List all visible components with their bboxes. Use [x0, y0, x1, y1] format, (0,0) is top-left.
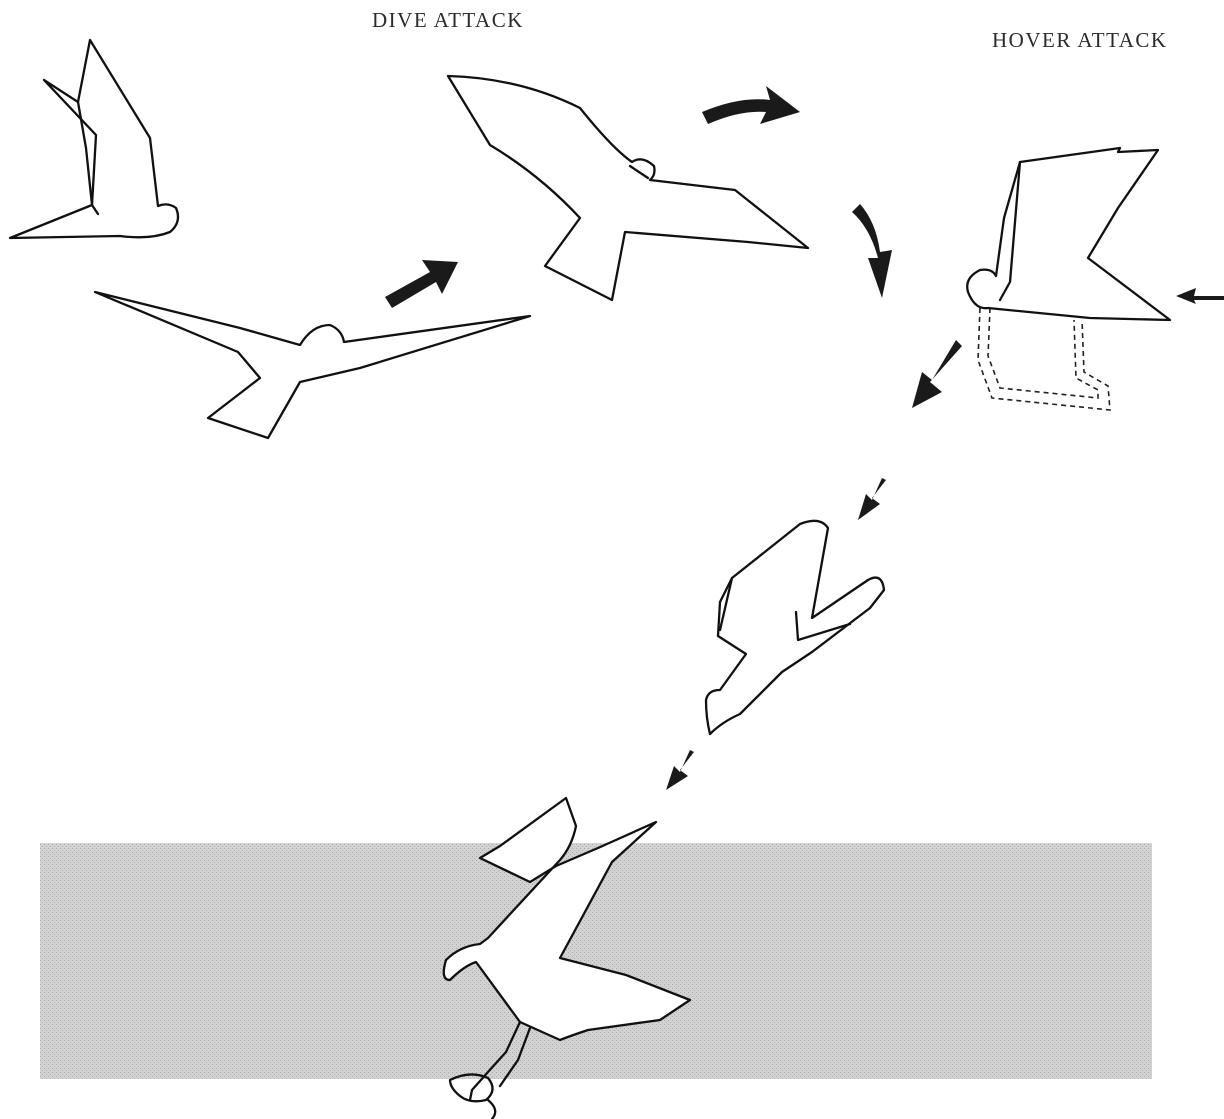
- hover-attack-label: HOVER ATTACK: [992, 28, 1168, 53]
- hover-legs-dashed: [978, 308, 1110, 410]
- bird-raised-wings: [10, 40, 178, 238]
- bird-hovering: [967, 148, 1170, 410]
- arrow-down-left-mid: [858, 478, 886, 520]
- bird-soaring: [95, 292, 530, 438]
- arrow-curve-top: [702, 86, 800, 124]
- arrow-up-right: [385, 260, 458, 308]
- bird-diving: [706, 521, 884, 734]
- arrow-down-left-low: [666, 750, 694, 790]
- arrow-curve-down: [852, 204, 892, 298]
- arrow-hover-left: [1176, 288, 1224, 304]
- arrow-down-left-large: [912, 340, 962, 408]
- dive-attack-label: DIVE ATTACK: [372, 8, 524, 33]
